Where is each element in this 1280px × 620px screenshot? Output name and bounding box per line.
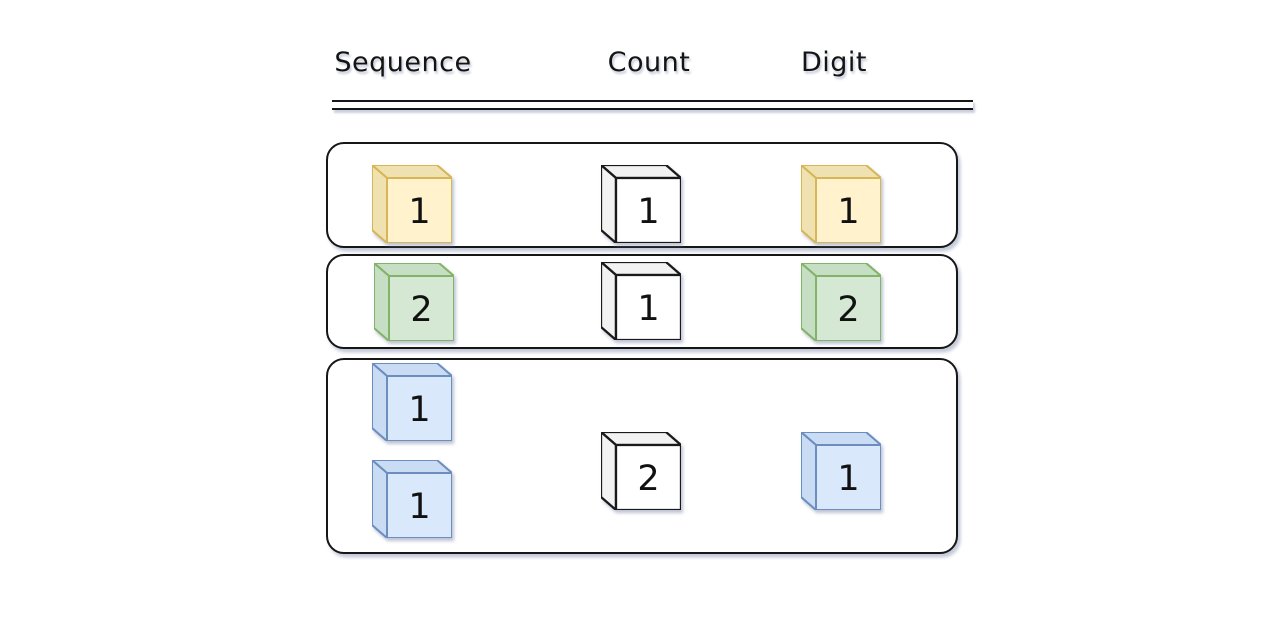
cube-front-face — [388, 275, 454, 341]
row3-digit-cube: 1 — [801, 432, 881, 510]
row1-count-cube: 1 — [601, 165, 681, 243]
column-header-count: Count — [607, 47, 691, 78]
cube-digit-label: 1 — [637, 289, 659, 329]
cube-front-face — [815, 275, 881, 341]
row2-digit-cube: 2 — [801, 263, 881, 341]
row1-digit-cube: 1 — [801, 165, 881, 243]
cube-front-face — [386, 472, 452, 538]
cube-digit-label: 1 — [408, 487, 430, 527]
header-divider-double-line — [332, 100, 973, 110]
column-header-sequence: Sequence — [334, 47, 472, 78]
cube-left-face — [372, 460, 388, 538]
cube-left-face — [601, 432, 618, 510]
row2-sequence-cube: 2 — [374, 263, 454, 341]
cube-front-face — [386, 375, 452, 441]
cube-front-face — [614, 443, 681, 510]
cube-digit-label: 1 — [837, 192, 859, 232]
cube-digit-label: 1 — [637, 192, 659, 232]
cube-digit-label: 2 — [837, 290, 859, 330]
cube-left-face — [801, 165, 817, 243]
row3-sequence-cube-1: 1 — [372, 363, 452, 441]
cube-front-face — [815, 177, 881, 243]
cube-digit-label: 2 — [410, 290, 432, 330]
cube-digit-label: 2 — [637, 459, 659, 499]
cube-left-face — [601, 262, 618, 340]
row2-count-cube: 1 — [601, 262, 681, 340]
cube-digit-label: 1 — [837, 459, 859, 499]
cube-front-face — [815, 444, 881, 510]
cube-front-face — [614, 273, 681, 340]
row3-count-cube: 2 — [601, 432, 681, 510]
row1-sequence-cube: 1 — [372, 165, 452, 243]
cube-left-face — [801, 432, 817, 510]
cube-front-face — [614, 176, 681, 243]
cube-left-face — [374, 263, 390, 341]
cube-left-face — [801, 263, 817, 341]
column-header-digit: Digit — [800, 47, 868, 78]
cube-digit-label: 1 — [408, 192, 430, 232]
cube-left-face — [372, 165, 388, 243]
cube-left-face — [601, 165, 618, 243]
row3-sequence-cube-2: 1 — [372, 460, 452, 538]
cube-front-face — [386, 177, 452, 243]
cube-digit-label: 1 — [408, 390, 430, 430]
cube-left-face — [372, 363, 388, 441]
